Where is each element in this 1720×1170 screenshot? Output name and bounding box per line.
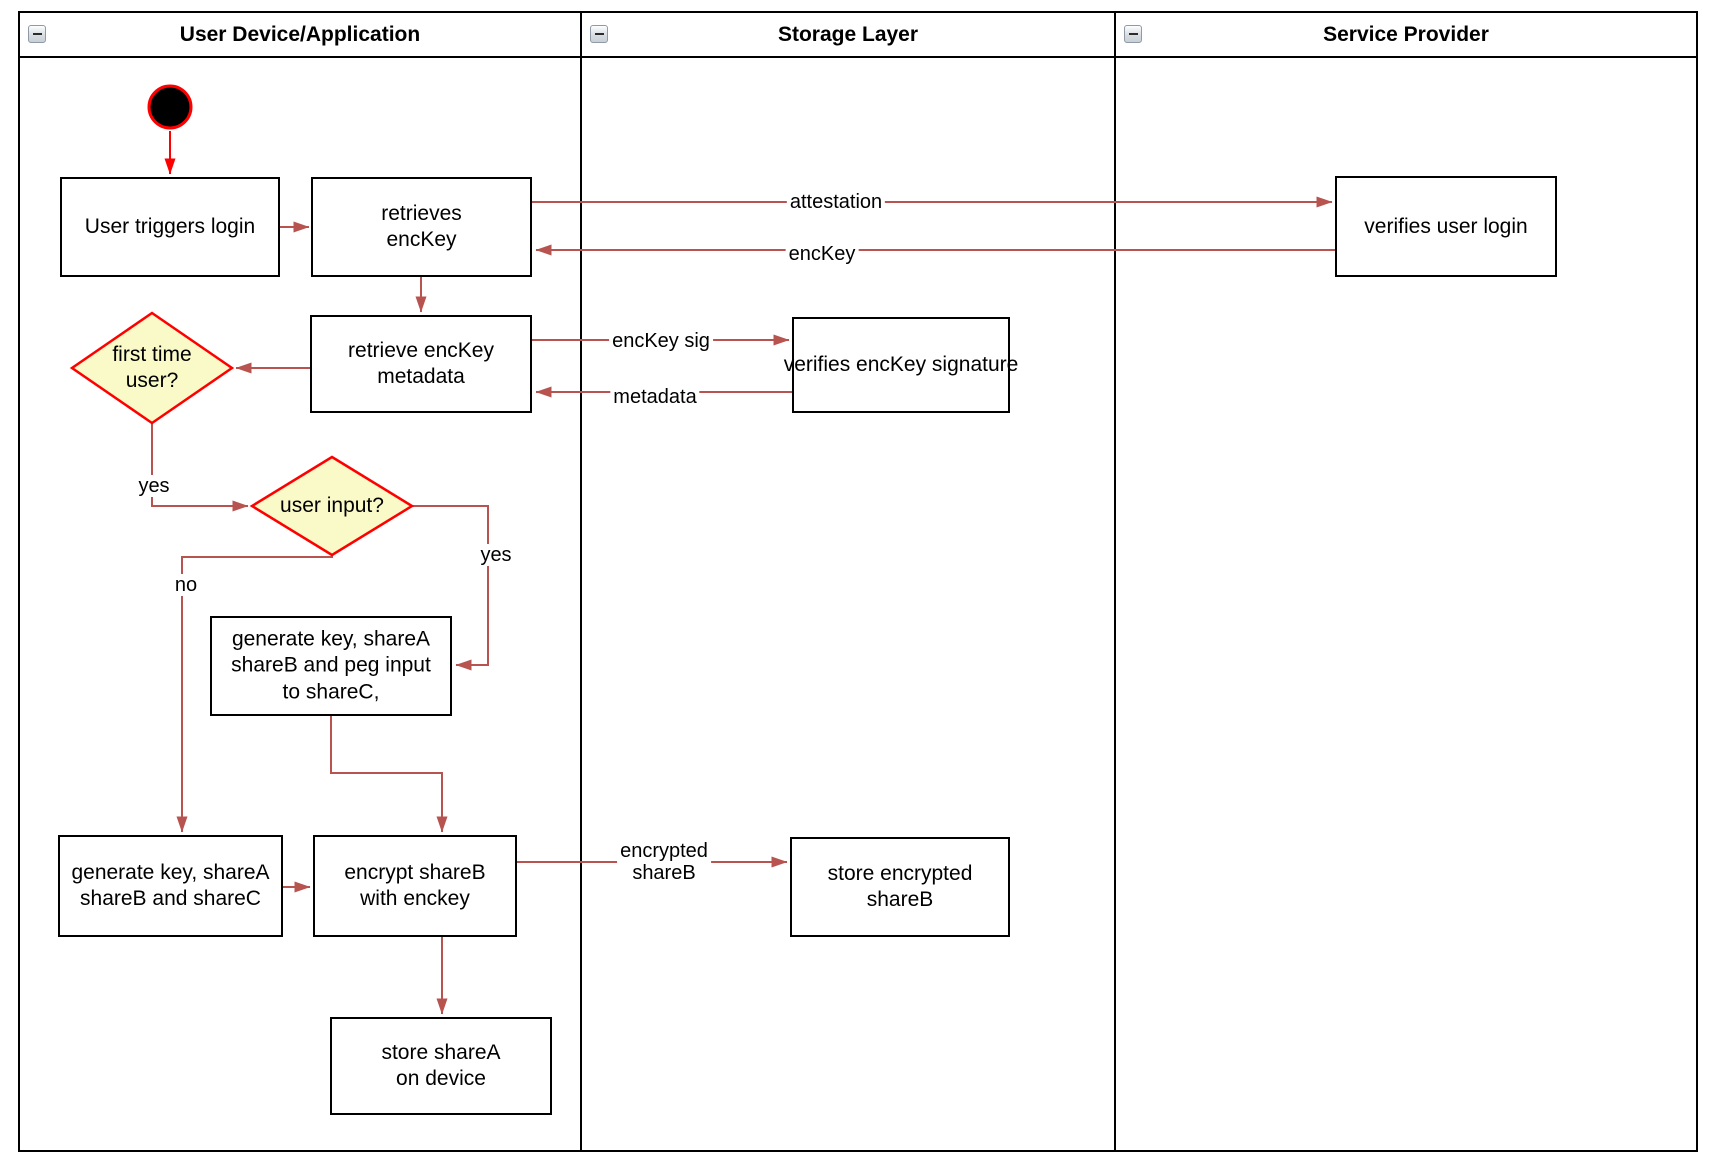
node-label: generate key, shareA shareB and peg inpu… [231, 627, 431, 704]
edge-label-encrypted-shareb[interactable]: encrypted shareB [617, 840, 711, 884]
lane-header-service-provider[interactable]: Service Provider [1116, 13, 1696, 56]
node-label: store shareA on device [381, 1040, 501, 1090]
lane-header-user-device[interactable]: User Device/Application [20, 13, 580, 56]
node-label: User triggers login [84, 214, 256, 238]
edge-label-metadata[interactable]: metadata [610, 386, 700, 408]
decision-label-user-input: user input? [280, 493, 384, 517]
edge-label-enckey[interactable]: encKey [785, 243, 859, 265]
collapse-lane-icon[interactable] [28, 25, 46, 43]
node-retrieves-enckey[interactable]: retrieves encKey [311, 177, 532, 277]
pool-header-divider [20, 56, 1696, 58]
node-store-sharea[interactable]: store shareA on device [330, 1017, 552, 1115]
node-label: retrieve encKey metadata [348, 338, 494, 388]
node-generate-key-peg-input[interactable]: generate key, shareA shareB and peg inpu… [210, 616, 452, 716]
edge-label-yes-first-time[interactable]: yes [135, 475, 173, 497]
node-retrieve-enckey-metadata[interactable]: retrieve encKey metadata [310, 315, 532, 413]
minus-icon [1128, 33, 1138, 35]
node-label: encrypt shareB with enckey [344, 860, 486, 910]
node-verifies-enckey-signature[interactable]: verifies encKey signature [784, 317, 1018, 413]
edge-label-enckey-sig[interactable]: encKey sig [609, 330, 713, 352]
collapse-lane-icon[interactable] [590, 25, 608, 43]
lane-title-user-device: User Device/Application [179, 22, 421, 46]
node-label: retrieves encKey [381, 201, 462, 251]
node-label: verifies user login [1364, 214, 1528, 238]
lane-title-service-provider: Service Provider [1323, 22, 1489, 46]
node-label: store encrypted shareB [827, 861, 973, 911]
lane-divider-1 [580, 13, 582, 1150]
node-user-triggers-login[interactable]: User triggers login [60, 177, 280, 277]
minus-icon [594, 33, 604, 35]
node-verifies-user-login[interactable]: verifies user login [1335, 176, 1557, 277]
node-label: verifies encKey signature [783, 352, 1019, 376]
lane-header-storage-layer[interactable]: Storage Layer [582, 13, 1114, 56]
node-store-encrypted-shareb[interactable]: store encrypted shareB [790, 837, 1010, 937]
edge-label-no-user-input[interactable]: no [171, 574, 201, 596]
node-encrypt-shareb[interactable]: encrypt shareB with enckey [313, 835, 517, 937]
edge-label-yes-user-input[interactable]: yes [477, 544, 515, 566]
collapse-lane-icon[interactable] [1124, 25, 1142, 43]
lane-title-storage-layer: Storage Layer [777, 22, 919, 46]
node-label: generate key, shareA shareB and shareC [71, 860, 270, 910]
decision-label-first-time-user: first time user? [112, 342, 192, 392]
lane-divider-2 [1114, 13, 1116, 1150]
minus-icon [32, 33, 42, 35]
node-generate-key-sharec[interactable]: generate key, shareA shareB and shareC [58, 835, 283, 937]
edge-label-attestation[interactable]: attestation [786, 191, 886, 213]
